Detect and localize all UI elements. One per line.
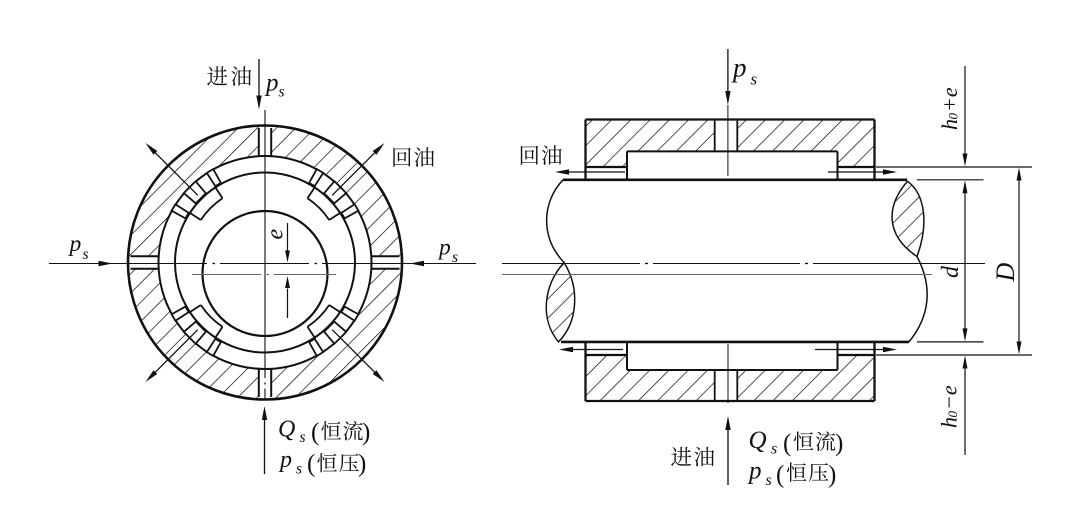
svg-text:0: 0	[945, 411, 960, 418]
svg-text:(: (	[776, 462, 784, 489]
svg-text:s: s	[751, 70, 758, 89]
svg-text:D: D	[991, 263, 1020, 283]
svg-text:p: p	[278, 447, 292, 473]
svg-text:): )	[828, 462, 836, 489]
svg-text:p: p	[437, 235, 451, 261]
svg-text:h: h	[937, 417, 962, 428]
svg-text:d: d	[938, 265, 964, 278]
svg-text:s: s	[452, 249, 458, 266]
svg-text:): )	[362, 419, 370, 446]
svg-text:Q: Q	[278, 417, 295, 443]
svg-text:s: s	[771, 441, 777, 458]
svg-text:s: s	[300, 429, 306, 446]
svg-text:(: (	[307, 451, 315, 478]
svg-text:s: s	[766, 472, 772, 489]
svg-text:(: (	[783, 430, 791, 457]
svg-text:s: s	[296, 461, 302, 478]
svg-text:e: e	[263, 229, 289, 240]
svg-text:Q: Q	[749, 427, 767, 454]
svg-text:p: p	[264, 70, 279, 97]
svg-text:s: s	[83, 246, 89, 263]
svg-text:s: s	[279, 84, 285, 101]
svg-text:): )	[835, 430, 843, 457]
svg-text:−e: −e	[937, 385, 962, 410]
svg-text:h: h	[937, 119, 962, 130]
svg-text:(: (	[311, 419, 319, 446]
svg-text:p: p	[68, 231, 82, 257]
svg-text:0: 0	[946, 113, 961, 120]
svg-text:+e: +e	[937, 87, 962, 112]
svg-text:p: p	[731, 53, 747, 83]
svg-text:p: p	[747, 458, 762, 485]
svg-text:): )	[358, 451, 366, 478]
